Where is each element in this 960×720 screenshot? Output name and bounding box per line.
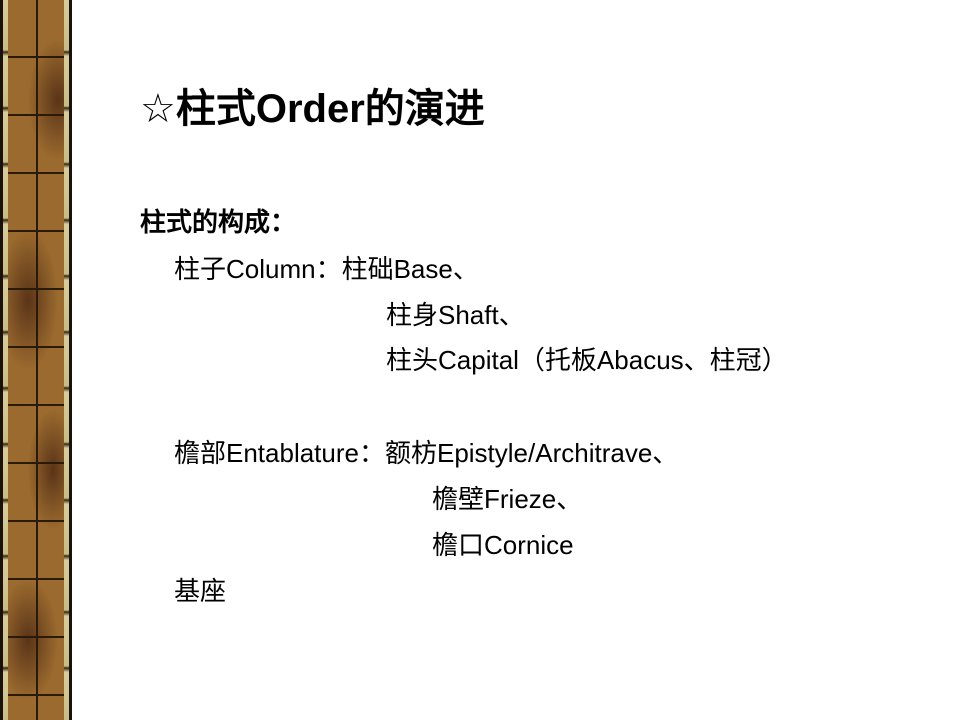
text-line-capital: 柱头Capital（托板Abacus、柱冠） bbox=[386, 345, 788, 375]
text-line-cornice: 檐口Cornice bbox=[432, 530, 574, 560]
slide-title: ☆柱式Order的演进 bbox=[140, 87, 485, 131]
border-edge-left bbox=[3, 0, 8, 720]
text-line-shaft: 柱身Shaft、 bbox=[386, 300, 525, 330]
border-texture bbox=[8, 0, 68, 720]
text-line-base: 基座 bbox=[174, 576, 227, 606]
decorative-border bbox=[0, 0, 72, 720]
text-line-frieze: 檐壁Frieze、 bbox=[432, 484, 583, 514]
section-heading: 柱式的构成： bbox=[140, 207, 297, 237]
text-line-column: 柱子Column：柱础Base、 bbox=[174, 254, 479, 284]
border-edge-right bbox=[64, 0, 69, 720]
text-line-entablature: 檐部Entablature：额枋Epistyle/Architrave、 bbox=[174, 438, 679, 468]
